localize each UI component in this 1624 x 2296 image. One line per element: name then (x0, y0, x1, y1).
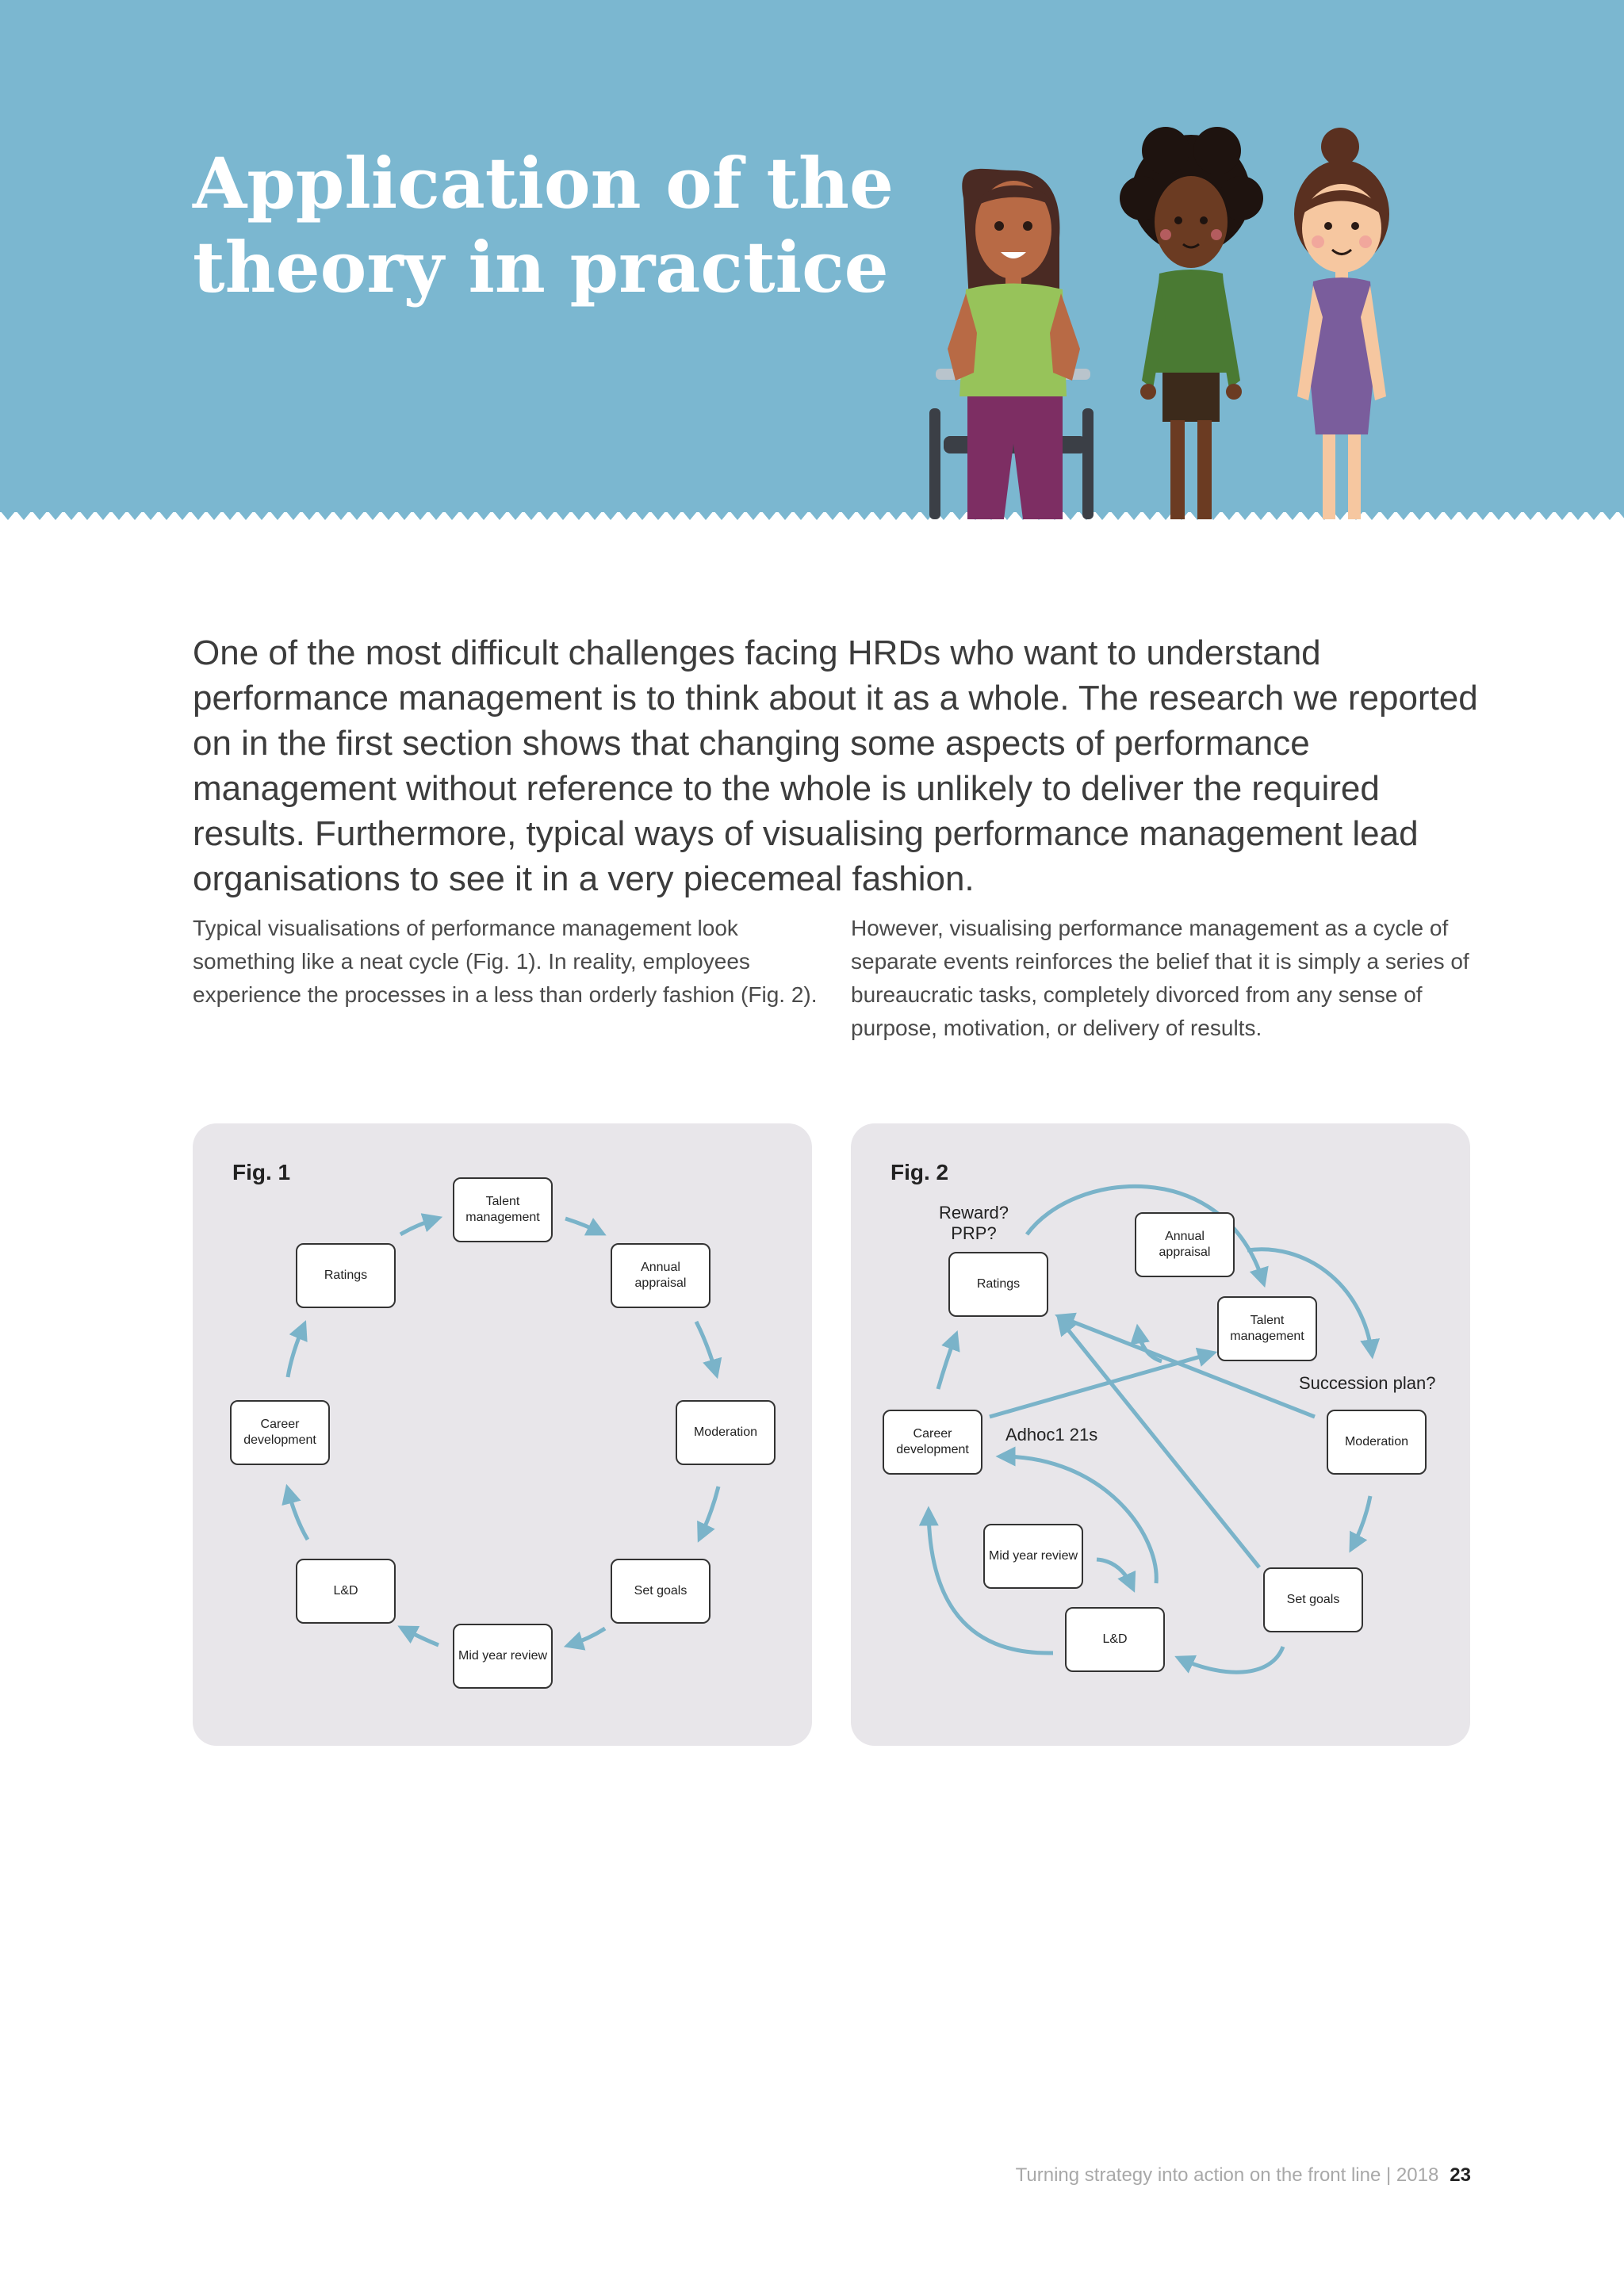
body-column-right: However, visualising performance managem… (851, 916, 1469, 1040)
fig2-node-career-development: Career development (883, 1410, 982, 1475)
fig2-arrow-career-ratings (936, 1330, 960, 1390)
fig2-arrow-moderation-ratings (1055, 1312, 1316, 1419)
fig2-arrow-ld-career (918, 1506, 1054, 1655)
fig1-node-talent-management: Talent management (453, 1177, 553, 1242)
woman-bun-hair-illustration (1294, 128, 1389, 519)
fig2-node-mid-year-review: Mid year review (983, 1524, 1083, 1589)
fig2-note-adhoc-121s: Adhoc1 21s (1005, 1425, 1098, 1445)
title-line-2: theory in practice (193, 226, 889, 308)
fig2-note-reward-prp: Reward? PRP? (938, 1203, 1009, 1243)
fig1-node-ratings: Ratings (296, 1243, 396, 1308)
fig1-node-career-development: Career development (230, 1400, 330, 1465)
fig1-node-set-goals: Set goals (611, 1559, 710, 1624)
fig2-node-annual-appraisal: Annual appraisal (1135, 1212, 1235, 1277)
woman-curly-hair-illustration (1120, 127, 1263, 519)
fig2-arrow-setgoals-ld (1174, 1646, 1285, 1674)
figure-1-panel: Fig. 1 Talent management Annual appraisa… (193, 1123, 812, 1746)
figure-2-arrows (918, 1184, 1381, 1674)
fig1-arrow-career-ratings (285, 1320, 308, 1378)
title-line-1: Application of the (193, 142, 894, 224)
fig2-node-moderation: Moderation (1327, 1410, 1427, 1475)
woman-wheelchair-illustration (929, 168, 1094, 519)
fig1-arrow-setgoals-midyear (563, 1626, 607, 1651)
fig2-arrow-moderation-setgoals (1349, 1495, 1373, 1553)
fig1-arrow-annual-moderation (694, 1320, 722, 1380)
fig2-node-set-goals: Set goals (1263, 1567, 1363, 1632)
fig2-arrow-reward-talent (1025, 1184, 1269, 1288)
figure-1-label: Fig. 1 (232, 1160, 291, 1184)
fig1-node-moderation: Moderation (676, 1400, 776, 1465)
fig2-arrow-annual-succession (1247, 1247, 1381, 1360)
fig2-arrow-ld-adhoc (995, 1446, 1159, 1584)
fig1-arrow-ld-career (282, 1483, 310, 1541)
footer-text: Turning strategy into action on the fron… (1015, 2164, 1439, 2186)
fig1-arrow-moderation-setgoals (697, 1486, 721, 1543)
figure-2-panel: Fig. 2 Reward? PRP? Succession plan? Adh… (851, 1123, 1470, 1746)
fig2-node-ld: L&D (1065, 1607, 1165, 1672)
fig2-node-talent-management: Talent management (1217, 1296, 1317, 1361)
banner-background (0, 0, 1624, 522)
fig1-node-mid-year-review: Mid year review (453, 1624, 553, 1689)
fig2-arrow-midyear-ld (1096, 1557, 1136, 1593)
fig2-node-ratings: Ratings (948, 1252, 1048, 1317)
lead-paragraph: One of the most difficult challenges fac… (193, 633, 1478, 898)
header-banner: Application of the theory in practice (0, 0, 1624, 523)
figure-1-arrows (282, 1213, 722, 1651)
page-footer: Turning strategy into action on the fron… (1016, 2164, 1471, 2187)
fig1-arrow-midyear-ld (397, 1625, 439, 1647)
fig1-node-ld: L&D (296, 1559, 396, 1624)
body-column-left: Typical visualisations of performance ma… (193, 916, 818, 1007)
fig2-arrow-setgoals-ratings (1056, 1315, 1261, 1569)
fig1-arrow-talent-annual (565, 1216, 607, 1236)
page-number: 23 (1450, 2164, 1471, 2186)
fig2-note-succession-plan: Succession plan? (1299, 1373, 1436, 1393)
fig1-arrow-ratings-talent (399, 1213, 443, 1237)
fig1-node-annual-appraisal: Annual appraisal (611, 1243, 710, 1308)
figure-2-label: Fig. 2 (891, 1160, 949, 1184)
page-title: Application of the theory in practice (193, 141, 906, 309)
